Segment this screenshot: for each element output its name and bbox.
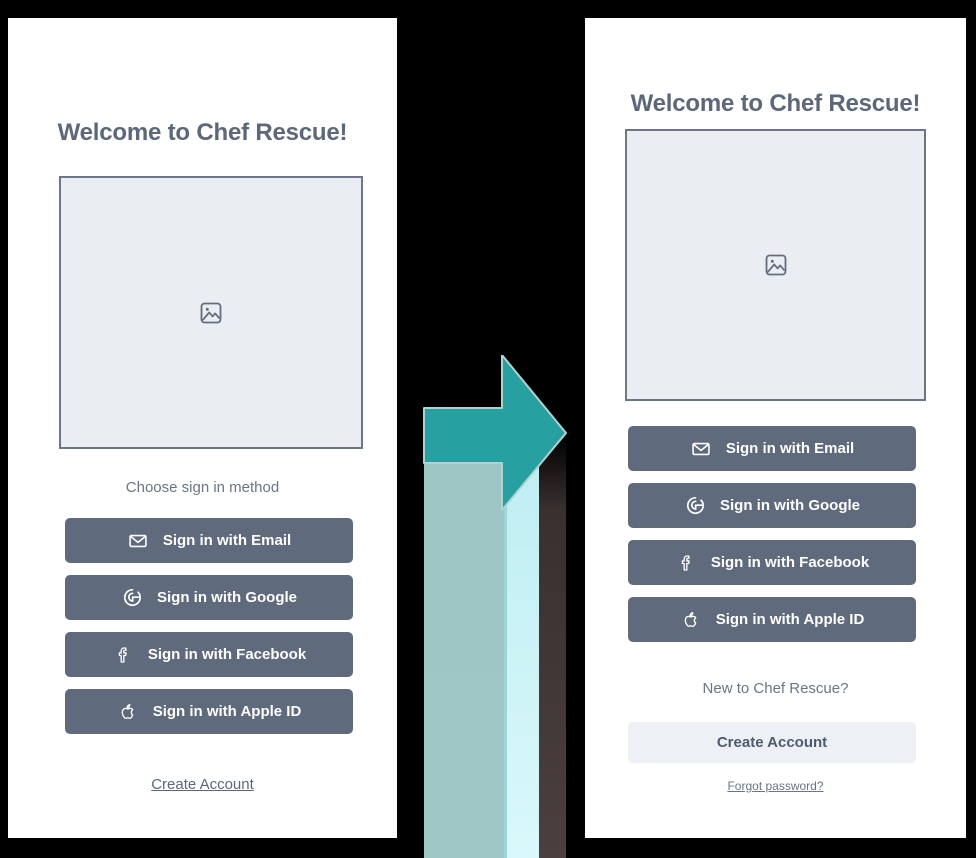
image-placeholder <box>59 176 363 449</box>
sign-in-with-email-label: Sign in with Email <box>162 532 292 549</box>
sign-in-screen-after: Welcome to Chef Rescue! Sign in with Ema… <box>585 18 966 838</box>
sign-in-with-facebook-button[interactable]: Sign in with Facebook <box>628 540 916 585</box>
facebook-f-icon <box>675 552 697 574</box>
google-g-icon <box>684 495 706 517</box>
image-placeholder-icon <box>200 302 222 323</box>
image-placeholder <box>625 129 926 401</box>
new-user-label: New to Chef Rescue? <box>702 680 849 697</box>
apple-logo-icon <box>117 701 139 723</box>
sign-in-with-google-label: Sign in with Google <box>157 589 297 606</box>
sign-in-button-list: Sign in with Email Sign in with Google <box>65 518 353 734</box>
page-title: Welcome to Chef Rescue! <box>630 90 921 117</box>
sign-in-with-facebook-label: Sign in with Facebook <box>710 554 870 571</box>
create-account-link[interactable]: Create Account <box>151 776 254 793</box>
sign-in-with-google-button[interactable]: Sign in with Google <box>65 575 353 620</box>
sign-in-with-email-button[interactable]: Sign in with Email <box>628 426 916 471</box>
sign-in-screen-before: Welcome to Chef Rescue! Choose sign in m… <box>8 18 397 838</box>
sign-in-with-email-label: Sign in with Email <box>725 440 855 457</box>
google-g-icon <box>121 587 143 609</box>
sign-in-with-apple-button[interactable]: Sign in with Apple ID <box>628 597 916 642</box>
envelope-icon <box>127 530 149 552</box>
sign-in-with-email-button[interactable]: Sign in with Email <box>65 518 353 563</box>
forgot-password-link[interactable]: Forgot password? <box>727 779 824 793</box>
page-title: Welcome to Chef Rescue! <box>57 119 348 146</box>
sign-in-with-facebook-button[interactable]: Sign in with Facebook <box>65 632 353 677</box>
transition-arrow <box>398 355 583 858</box>
image-placeholder-icon <box>765 254 786 276</box>
envelope-icon <box>690 438 712 460</box>
sign-in-button-list: Sign in with Email Sign in with Google <box>628 426 916 642</box>
create-account-button[interactable]: Create Account <box>628 722 916 763</box>
choose-method-label: Choose sign in method <box>125 479 280 496</box>
sign-in-with-google-label: Sign in with Google <box>720 497 860 514</box>
sign-in-with-facebook-label: Sign in with Facebook <box>147 646 307 663</box>
sign-in-with-google-button[interactable]: Sign in with Google <box>628 483 916 528</box>
right-arrow-icon <box>423 355 567 858</box>
apple-logo-icon <box>680 609 702 631</box>
sign-in-with-apple-label: Sign in with Apple ID <box>152 703 302 720</box>
sign-in-with-apple-button[interactable]: Sign in with Apple ID <box>65 689 353 734</box>
facebook-f-icon <box>112 644 134 666</box>
sign-in-with-apple-label: Sign in with Apple ID <box>715 611 865 628</box>
